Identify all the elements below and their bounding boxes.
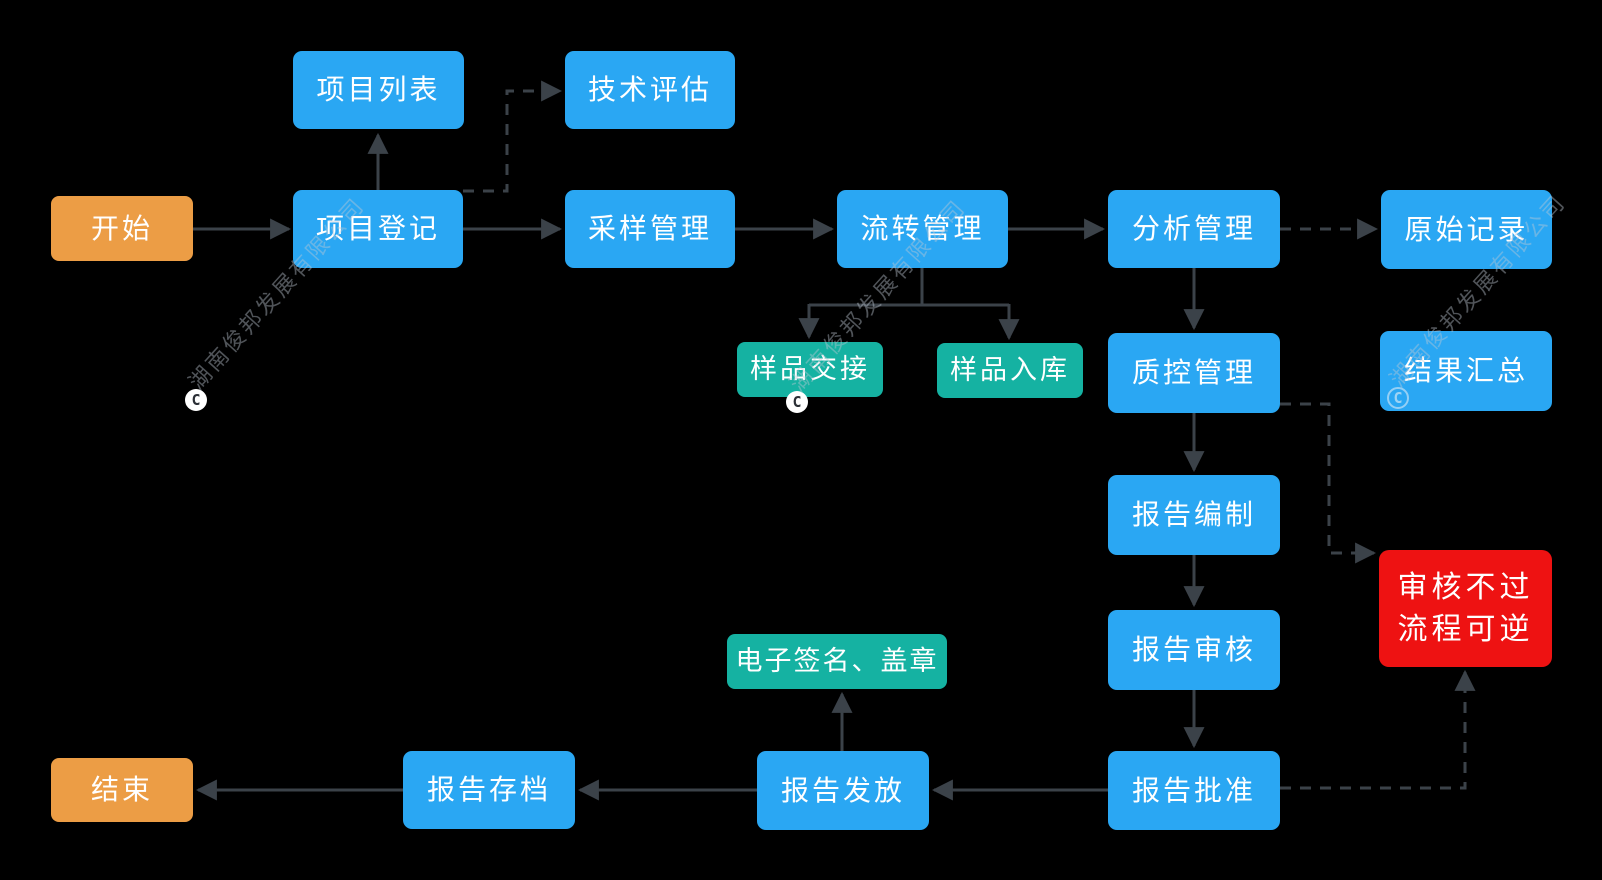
node-sample-storage: 样品入库 [937, 343, 1083, 398]
node-project-reg: 项目登记 [293, 190, 463, 268]
node-report-archive: 报告存档 [403, 751, 575, 829]
node-analysis: 分析管理 [1108, 190, 1280, 268]
node-esign: 电子签名、盖章 [727, 634, 947, 689]
node-sampling: 采样管理 [565, 190, 735, 268]
node-tech-eval: 技术评估 [565, 51, 735, 129]
edge-report-approve-to-review-fail [1280, 669, 1476, 790]
node-sample-handover: 样品交接 [737, 342, 883, 397]
node-project-list: 项目列表 [293, 51, 464, 129]
node-qc: 质控管理 [1108, 333, 1280, 413]
review-fail-line1: 审核不过 [1397, 570, 1534, 604]
node-report-review: 报告审核 [1108, 610, 1280, 690]
node-end: 结束 [51, 758, 193, 822]
node-circulation: 流转管理 [837, 190, 1008, 268]
node-report-issue: 报告发放 [757, 751, 929, 830]
edge-circulation-branch-rail [809, 268, 1009, 307]
node-raw-records: 原始记录 [1381, 190, 1552, 269]
review-fail-line2: 流程可逆 [1397, 612, 1534, 646]
node-start: 开始 [51, 196, 193, 261]
edge-qc-to-review-fail [1280, 402, 1377, 564]
node-result-summary: 结果汇总 [1380, 331, 1552, 411]
node-report-approve: 报告批准 [1108, 751, 1280, 830]
node-report-compile: 报告编制 [1108, 475, 1280, 555]
edge-project-reg-to-tech-eval [463, 80, 563, 193]
node-review-fail: 审核不过 流程可逆 [1379, 550, 1552, 667]
